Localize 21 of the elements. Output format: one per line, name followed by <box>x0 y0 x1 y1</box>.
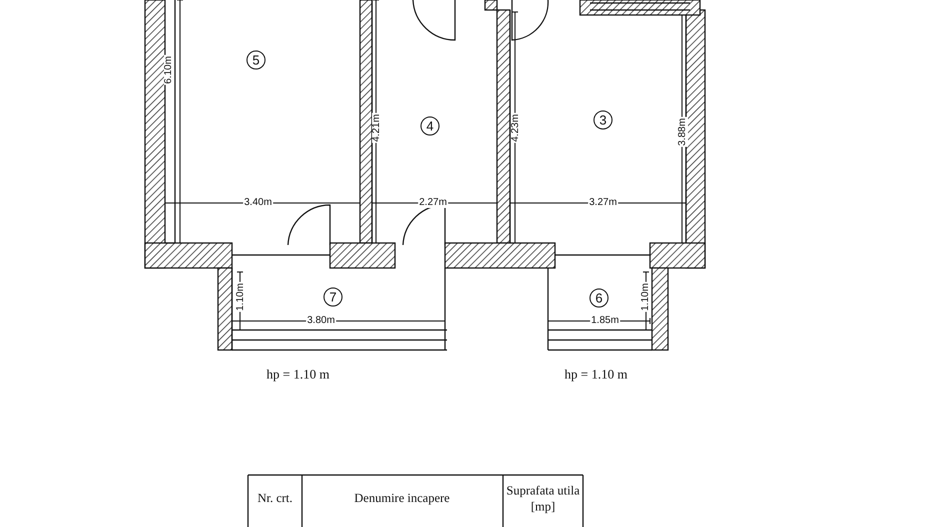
dimension-label: 2.27m <box>418 198 448 208</box>
dimension-label: 3.88m <box>678 117 688 147</box>
dimension-label: 3.80m <box>306 316 336 326</box>
room-number: 7 <box>324 288 342 306</box>
dimension-label: 1.10m <box>641 282 651 312</box>
dimension-label: 3.40m <box>243 198 273 208</box>
room-number: 6 <box>590 288 608 308</box>
parapet-height-label: hp = 1.10 m <box>564 368 628 380</box>
table-header-cell-text: Denumire incapere <box>353 491 451 507</box>
dimension-label: 3.27m <box>588 198 618 208</box>
room-number: 4 <box>420 116 440 136</box>
dimension-label: 1.10m <box>236 282 246 312</box>
parapet-height-label: hp = 1.10 m <box>266 368 330 380</box>
dimension-label: 4.23m <box>511 113 521 143</box>
table-header-cell-text: Nr. crt. <box>256 491 294 507</box>
dimension-label: 6.10m <box>164 55 174 85</box>
dimension-label: 1.85m <box>590 316 620 326</box>
room-number: 5 <box>246 50 266 70</box>
table-header-cell: Suprafata utila [mp] <box>505 483 581 515</box>
room-number: 3 <box>594 110 612 130</box>
dimension-label: 4.21m <box>372 113 382 143</box>
